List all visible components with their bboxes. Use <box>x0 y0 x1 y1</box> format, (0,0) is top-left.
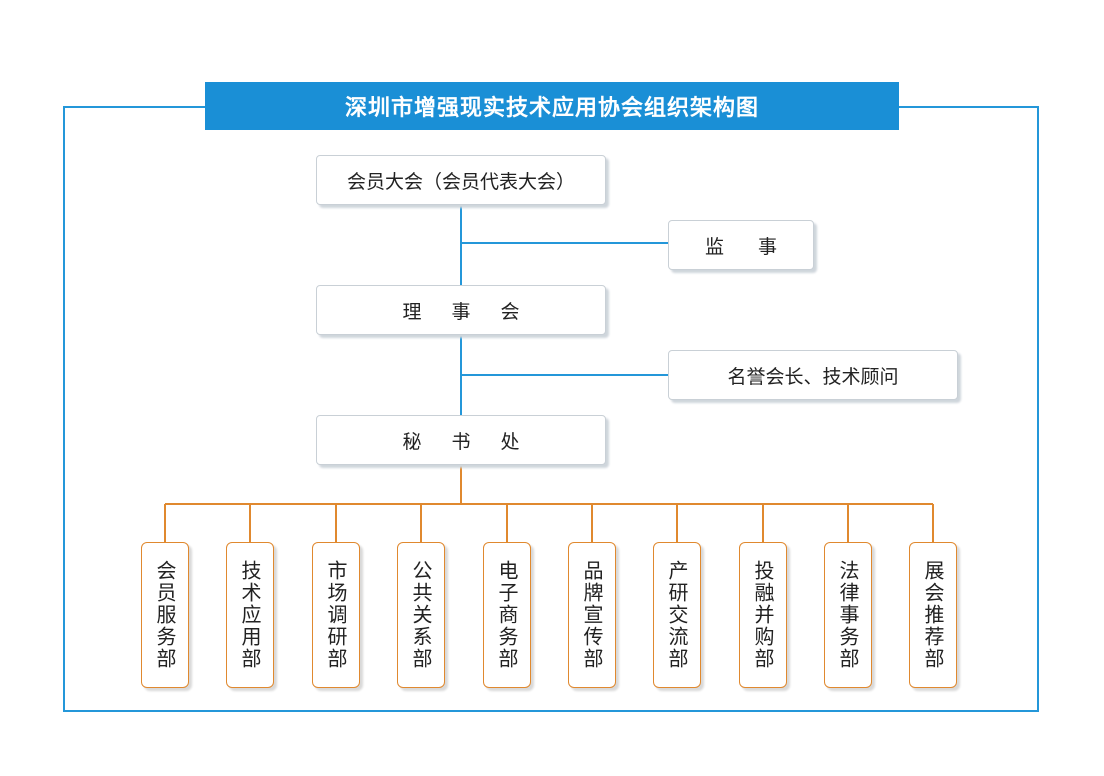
department-drop-line <box>847 504 849 542</box>
department-box: 电子商务部 <box>483 542 531 688</box>
diagram-title: 深圳市增强现实技术应用协会组织架构图 <box>205 82 899 130</box>
department-drop-line <box>164 504 166 542</box>
node-general-assembly: 会员大会（会员代表大会） <box>316 155 606 205</box>
connector-departments-bus <box>165 503 933 505</box>
node-supervisor: 监 事 <box>668 220 814 270</box>
node-secretariat: 秘 书 处 <box>316 415 606 465</box>
department-box: 产研交流部 <box>653 542 701 688</box>
department-box: 技术应用部 <box>226 542 274 688</box>
department-box: 投融并购部 <box>739 542 787 688</box>
department-box: 法律事务部 <box>824 542 872 688</box>
department-drop-line <box>249 504 251 542</box>
department-drop-line <box>506 504 508 542</box>
department-drop-line <box>762 504 764 542</box>
department-box: 品牌宣传部 <box>568 542 616 688</box>
node-council: 理 事 会 <box>316 285 606 335</box>
department-box: 公共关系部 <box>397 542 445 688</box>
department-box: 会员服务部 <box>141 542 189 688</box>
department-drop-line <box>420 504 422 542</box>
connector-assembly-council <box>460 204 462 286</box>
node-honorary-advisors: 名誉会长、技术顾问 <box>668 350 958 400</box>
connector-secretariat-down <box>460 464 462 504</box>
connector-supervisor <box>461 242 669 244</box>
department-box: 展会推荐部 <box>909 542 957 688</box>
department-box: 市场调研部 <box>312 542 360 688</box>
department-drop-line <box>335 504 337 542</box>
department-drop-line <box>591 504 593 542</box>
department-drop-line <box>932 504 934 542</box>
department-drop-line <box>676 504 678 542</box>
connector-honorary <box>461 374 669 376</box>
